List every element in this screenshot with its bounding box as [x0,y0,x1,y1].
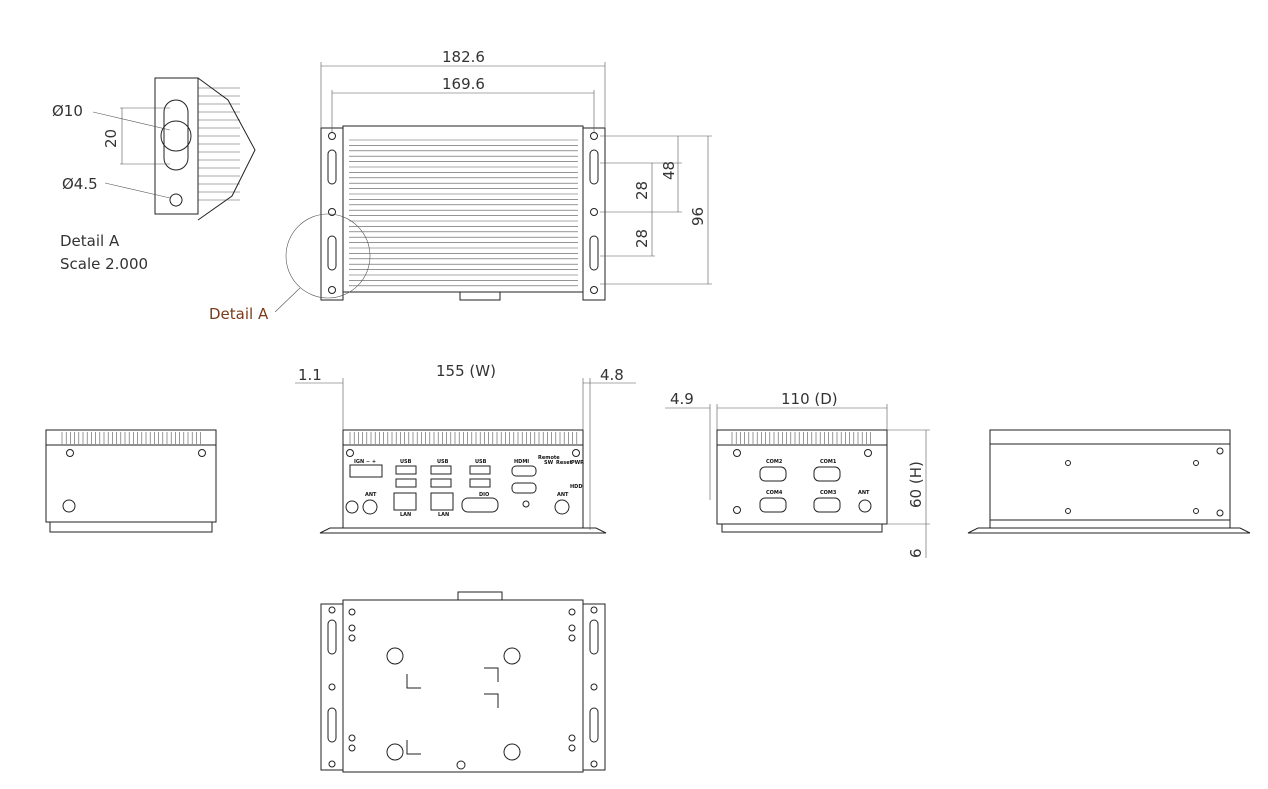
label-usb3: USB [475,459,487,465]
label-hdd: HDD [570,484,583,490]
dim-left-offset: 1.1 [298,366,322,384]
label-com3: COM3 [820,490,837,496]
dim-hole-spacing: 169.6 [442,75,485,93]
label-ant2: ANT [557,492,569,498]
dim-48: 48 [660,161,678,180]
detail-title: Detail A [60,232,120,250]
detail-a-view: Ø10 20 Ø4.5 Detail A Scale 2.000 [52,77,256,273]
label-com4: COM4 [766,490,783,496]
label-remote: Remote [538,455,560,461]
dim-depth: 110 (D) [781,390,838,408]
bottom-view [320,591,606,773]
detail-callout: Detail A [209,305,269,323]
dim-slot-20: 20 [102,129,120,148]
label-ign: IGN − + [354,459,376,465]
label-com1: COM1 [820,459,837,465]
dim-28a: 28 [633,181,651,200]
label-usb1: USB [400,459,412,465]
label-dio: DIO [479,492,489,498]
label-pwr: PWR [571,460,584,466]
dim-overall-width: 182.6 [442,48,485,66]
rear-view: 4.9 110 (D) 60 (H) 6 COM2 COM1 COM4 COM3… [665,390,930,558]
detail-a-circle [285,213,371,299]
right-side-view [967,429,1251,534]
label-lan2: LAN [438,512,449,518]
dim-rear-offset: 4.9 [670,390,694,408]
top-view: Detail A 182.6 169.6 48 28 28 96 [209,48,712,323]
label-hdmi: HDMI [514,459,529,465]
label-ant: ANT [858,490,870,496]
label-lan1: LAN [400,512,411,518]
dim-dia10: Ø10 [52,102,83,120]
left-side-view [45,429,217,533]
label-com2: COM2 [766,459,783,465]
dim-28b: 28 [633,229,651,248]
dim-width: 155 (W) [436,362,496,380]
dim-foot: 6 [907,548,925,558]
front-view: 1.1 155 (W) 4.8 IGN − + USB USB USB HDMI… [295,362,636,534]
dim-right-offset: 4.8 [600,366,624,384]
dim-96: 96 [689,207,707,226]
label-ant1: ANT [365,492,377,498]
label-reset: Reset [556,460,573,466]
heatsink-fins [61,87,871,444]
dim-height: 60 (H) [907,461,925,508]
detail-scale: Scale 2.000 [60,255,148,273]
dim-dia45: Ø4.5 [62,175,98,193]
label-sw: SW [544,460,554,466]
label-usb2: USB [437,459,449,465]
